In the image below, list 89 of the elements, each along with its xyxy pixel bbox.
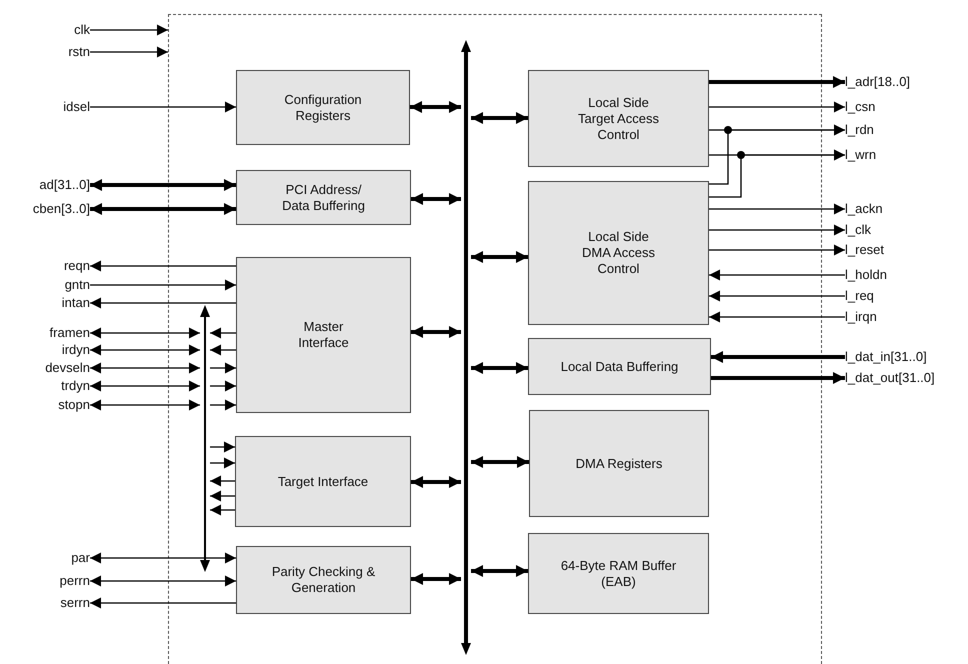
signal-name: l_irqn xyxy=(845,309,965,325)
arrow xyxy=(210,362,236,374)
function-block: DMA Registers xyxy=(529,410,709,517)
function-block: Target Interface xyxy=(235,436,411,527)
arrow xyxy=(210,458,235,468)
arrow xyxy=(411,193,461,205)
signal-name: devseln xyxy=(4,360,90,376)
signal-name: idsel xyxy=(4,99,90,115)
signal-name: rstn xyxy=(4,44,90,60)
arrow xyxy=(90,280,236,290)
signal-name: ad[31..0] xyxy=(4,177,90,193)
arrow xyxy=(90,380,200,392)
signal-name: l_clk xyxy=(845,222,965,238)
bus-line xyxy=(200,305,210,572)
arrow xyxy=(90,598,236,608)
arrow xyxy=(210,400,236,410)
signal-name: l_ackn xyxy=(845,201,965,217)
arrow xyxy=(90,102,236,112)
signal-name: l_wrn xyxy=(845,147,965,163)
function-block: Parity Checking & Generation xyxy=(236,546,411,614)
function-block: Local Side Target Access Control xyxy=(528,70,709,167)
arrow xyxy=(210,504,235,516)
arrow xyxy=(709,270,845,280)
signal-name: gntn xyxy=(4,277,90,293)
arrow xyxy=(90,344,200,356)
arrow xyxy=(471,362,528,374)
arrow xyxy=(411,573,461,585)
signal-name: framen xyxy=(4,325,90,341)
signal-name: perrn xyxy=(4,573,90,589)
arrow xyxy=(709,224,845,236)
arrow xyxy=(90,328,200,338)
arrow xyxy=(90,179,236,191)
arrow xyxy=(90,552,236,564)
arrow xyxy=(709,76,845,88)
signal-name: l_reset xyxy=(845,242,965,258)
arrow xyxy=(711,372,845,384)
arrow xyxy=(709,290,845,302)
arrow xyxy=(471,565,528,577)
arrow xyxy=(210,380,236,392)
arrow xyxy=(709,150,845,198)
function-block: Master Interface xyxy=(236,257,411,413)
arrow xyxy=(471,456,529,468)
function-block: Configuration Registers xyxy=(236,70,410,145)
function-block: Local Side DMA Access Control xyxy=(528,181,709,325)
arrow xyxy=(90,400,200,410)
arrow xyxy=(210,328,236,338)
arrow xyxy=(90,46,168,58)
arrow xyxy=(90,260,236,272)
arrow xyxy=(90,24,168,36)
arrow xyxy=(709,204,845,214)
arrow xyxy=(90,203,236,215)
bus-line xyxy=(461,40,471,655)
signal-name: trdyn xyxy=(4,378,90,394)
function-block: 64-Byte RAM Buffer (EAB) xyxy=(528,533,709,614)
signal-name: l_rdn xyxy=(845,122,965,138)
signal-name: reqn xyxy=(4,258,90,274)
arrow xyxy=(709,102,845,112)
arrow xyxy=(90,298,236,308)
signal-name: serrn xyxy=(4,595,90,611)
function-block: Local Data Buffering xyxy=(528,338,711,395)
signal-name: stopn xyxy=(4,397,90,413)
arrow xyxy=(709,312,845,322)
signal-name: l_req xyxy=(845,288,965,304)
arrow xyxy=(90,576,236,586)
arrow xyxy=(210,442,235,452)
arrow xyxy=(709,124,845,185)
function-block: PCI Address/ Data Buffering xyxy=(236,170,411,225)
signal-name: l_holdn xyxy=(845,267,965,283)
arrow xyxy=(709,244,845,256)
signal-name: l_csn xyxy=(845,99,965,115)
signal-name: l_adr[18..0] xyxy=(845,74,965,90)
signal-name: l_dat_in[31..0] xyxy=(845,349,965,365)
signal-name: l_dat_out[31..0] xyxy=(845,370,965,386)
arrow xyxy=(411,326,461,338)
arrow xyxy=(471,112,528,124)
arrow xyxy=(210,344,236,356)
arrow xyxy=(210,476,235,486)
arrow xyxy=(711,351,845,363)
arrow xyxy=(411,476,461,488)
signal-name: cben[3..0] xyxy=(4,201,90,217)
signal-name: clk xyxy=(4,22,90,38)
signal-name: par xyxy=(4,550,90,566)
arrow xyxy=(410,101,461,113)
arrow xyxy=(90,362,200,374)
signal-name: intan xyxy=(4,295,90,311)
arrow xyxy=(471,251,528,263)
arrow xyxy=(210,490,235,502)
signal-name: irdyn xyxy=(4,342,90,358)
module-boundary xyxy=(168,14,822,664)
